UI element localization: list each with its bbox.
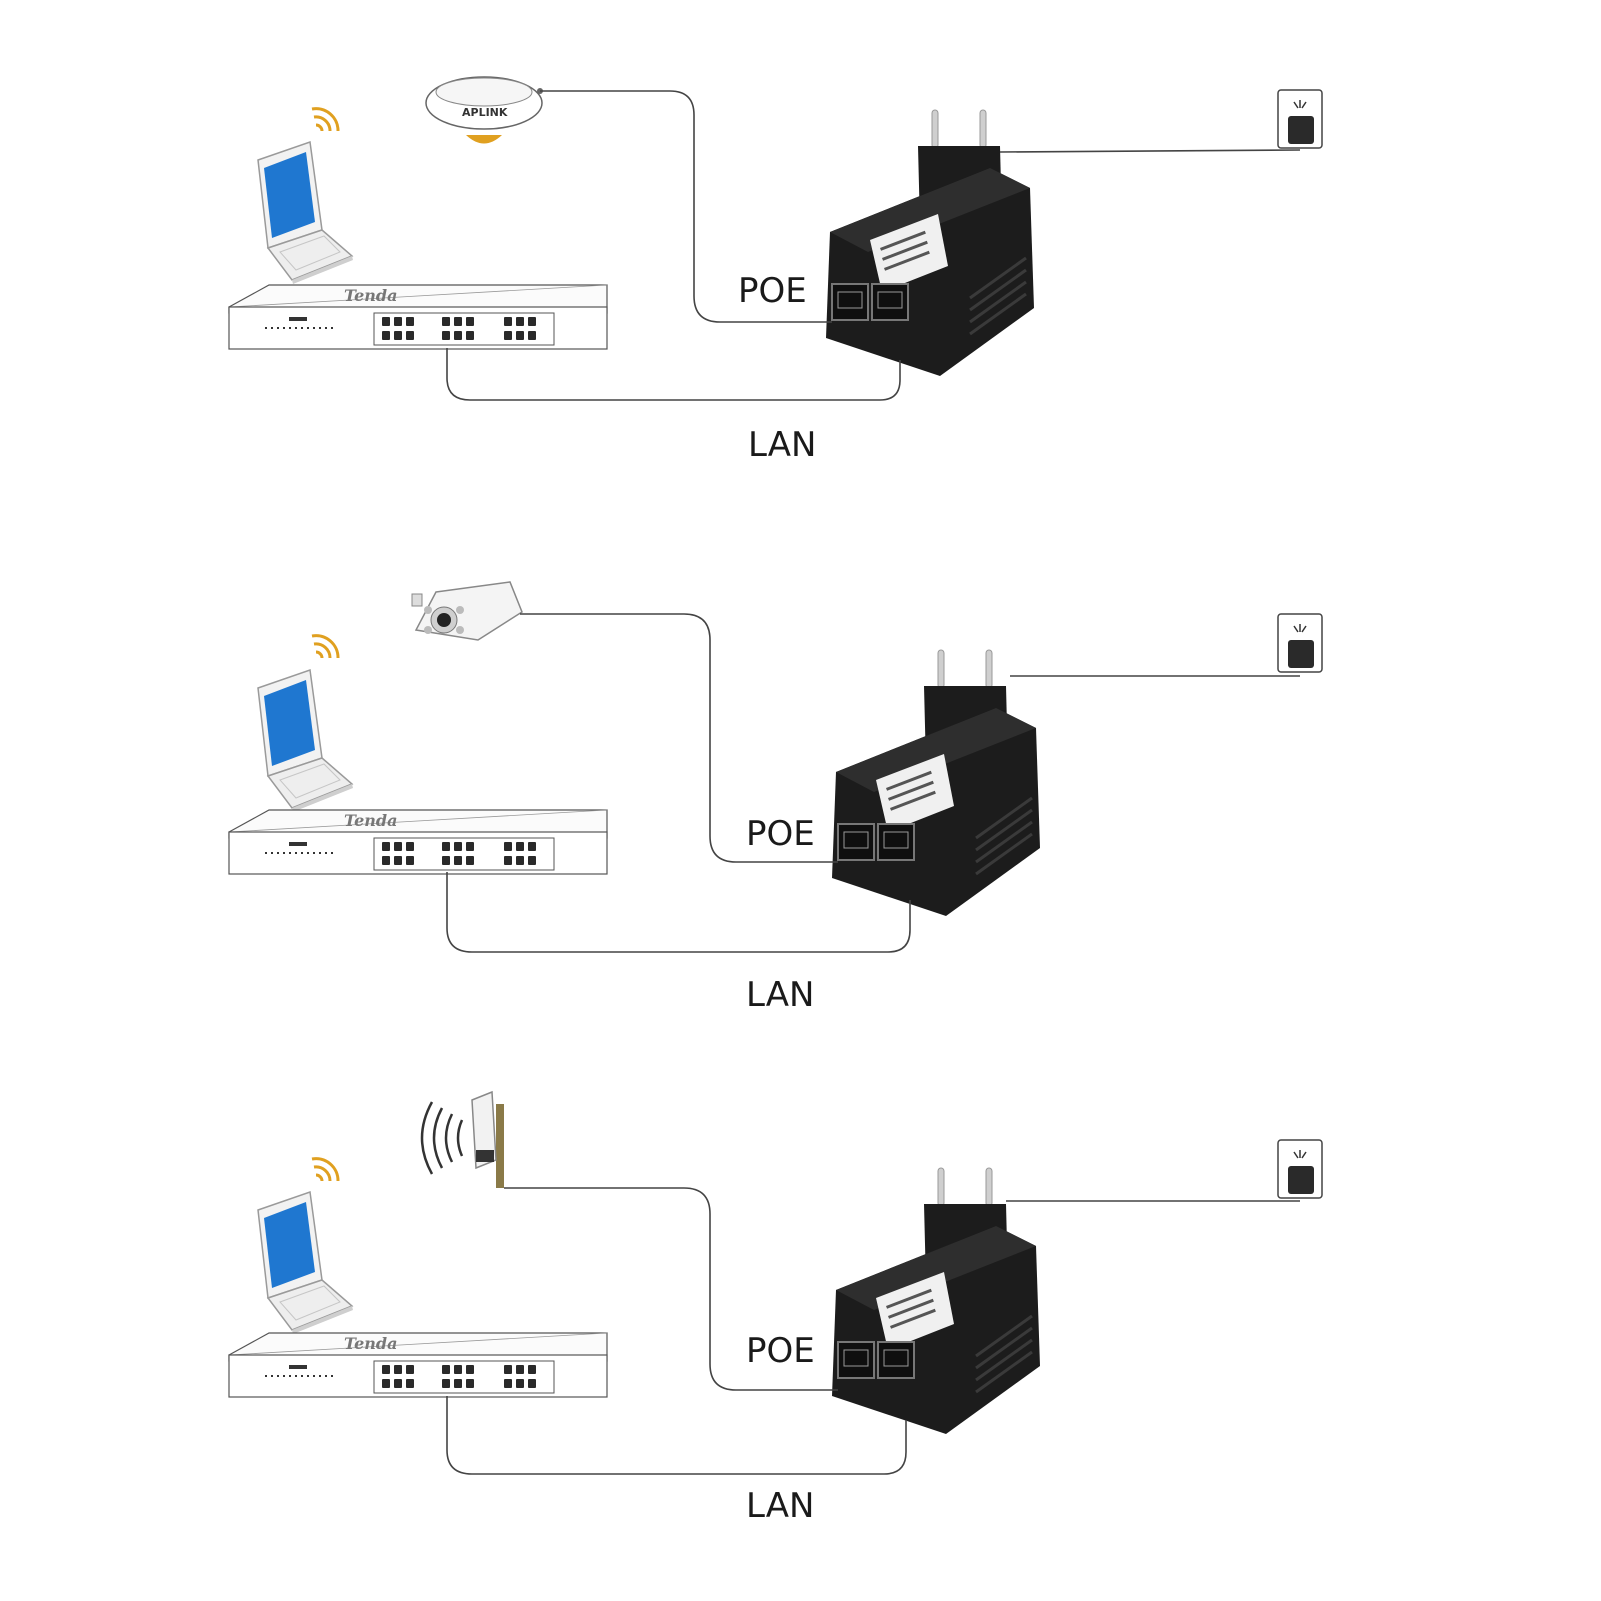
network-switch-icon (228, 284, 608, 350)
poe-cable (540, 90, 832, 323)
lan-cable (446, 872, 911, 953)
power-cable (999, 149, 1301, 153)
wifi-signal-icon (310, 634, 340, 660)
poe-injector-icon (830, 1166, 1042, 1436)
wall-socket-icon (1277, 613, 1323, 673)
outdoor-wireless-antenna-icon (420, 1090, 504, 1188)
svg-text:APLINK: APLINK (462, 106, 508, 119)
lan-label: LAN (748, 425, 816, 465)
wall-socket-icon (1277, 1139, 1323, 1199)
bullet-camera-icon (411, 581, 523, 641)
lan-label: LAN (746, 1486, 814, 1526)
wifi-signal-icon (310, 107, 340, 133)
wifi-signal-icon (310, 1157, 340, 1183)
laptop-icon (257, 1191, 354, 1335)
lan-cable (446, 348, 901, 401)
ceiling-access-point-icon: APLINK (425, 76, 543, 144)
poe-injector-icon (830, 648, 1042, 918)
network-switch-icon (228, 809, 608, 875)
poe-cable (520, 613, 838, 863)
poe-label: POE (746, 1331, 815, 1371)
network-switch-icon (228, 1332, 608, 1398)
lan-label: LAN (746, 975, 814, 1015)
panel-1: APLINK POE LAN (228, 76, 1323, 465)
poe-injector-icon (824, 108, 1036, 378)
panel-2: POE LAN (228, 581, 1323, 1015)
poe-label: POE (746, 814, 815, 854)
poe-label: POE (738, 271, 807, 311)
wall-socket-icon (1277, 89, 1323, 149)
panel-3: POE LAN (228, 1090, 1323, 1526)
poe-cable (504, 1187, 838, 1391)
lan-cable (446, 1396, 907, 1475)
laptop-icon (257, 669, 354, 813)
laptop-icon (257, 141, 354, 285)
